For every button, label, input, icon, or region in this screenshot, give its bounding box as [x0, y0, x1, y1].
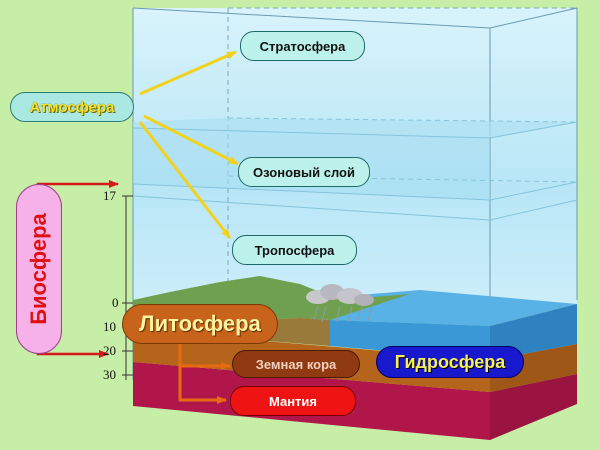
arrow-to-ozone: [143, 114, 239, 166]
biosphere-label-text: Биосфера: [26, 213, 51, 325]
troposphere-label: Тропосфера: [232, 235, 357, 265]
layer-line: [489, 181, 578, 201]
layer-line: [132, 127, 491, 139]
layer-line: [132, 183, 491, 201]
biosphere-top-arrow: [36, 180, 119, 188]
arrow-to-mantle: [178, 366, 227, 404]
layer-line: [227, 117, 578, 123]
box-edge: [132, 7, 491, 29]
arrow-to-stratosphere: [139, 50, 237, 96]
scale-label-0: 0: [112, 295, 119, 310]
lithosphere-label: Литосфера: [122, 304, 278, 344]
scale-label-17: 17: [103, 188, 116, 203]
atmosphere-label: Атмосфера: [10, 92, 134, 122]
rain-icon: [313, 305, 373, 323]
scale-label-10: 10: [103, 319, 116, 334]
arrow-to-troposphere: [138, 121, 232, 239]
biosphere-label: Биосфера: [16, 184, 62, 354]
box-edge: [489, 7, 578, 29]
scale-label-30: 30: [103, 367, 116, 382]
layer-line: [489, 199, 578, 221]
ozone-band: [133, 118, 577, 138]
mantle-label: Мантия: [230, 386, 356, 416]
hydrosphere-label: Гидросфера: [376, 346, 524, 378]
layer-line: [489, 121, 578, 139]
stratosphere-label: Стратосфера: [240, 31, 365, 61]
ozone-layer-label: Озоновый слой: [238, 157, 370, 187]
earth-crust-label: Земная кора: [232, 350, 360, 378]
cloud-icon: [306, 284, 374, 306]
layer-line: [132, 195, 491, 221]
scale-label-20: 20: [103, 343, 116, 358]
